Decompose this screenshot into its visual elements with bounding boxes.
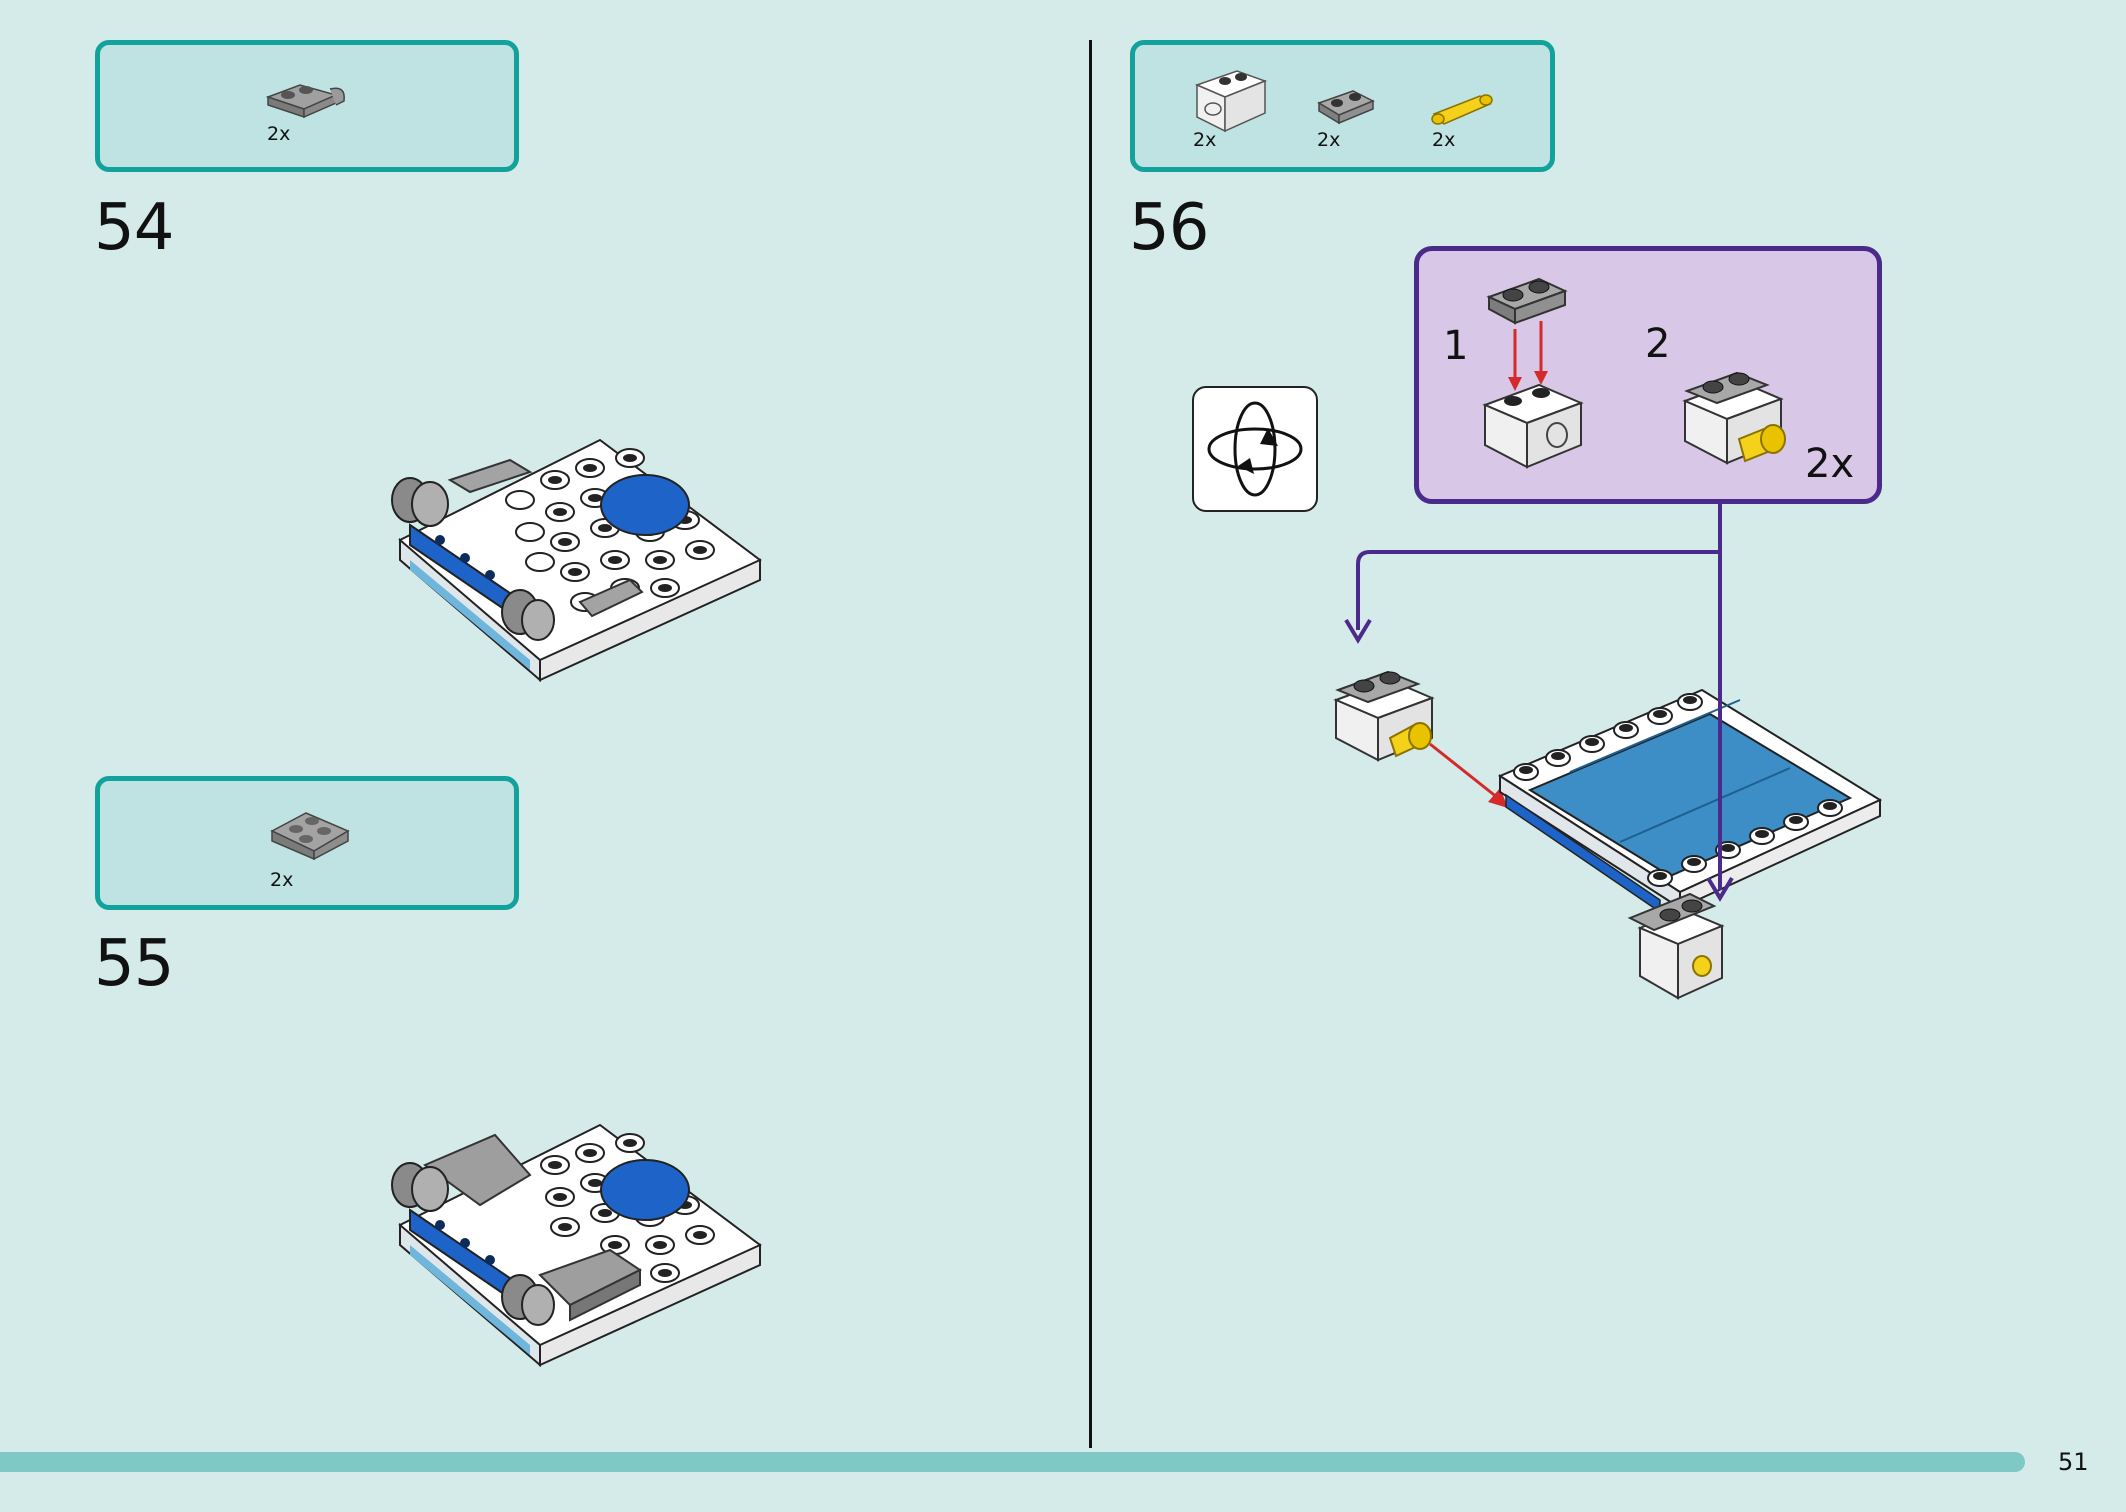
parts-callout-step-55: 2x xyxy=(95,776,519,910)
step-number: 56 xyxy=(1129,191,1209,265)
part-qty: 2x xyxy=(1317,129,1341,151)
model-illustration-step-56 xyxy=(1333,500,1883,1000)
step-number: 55 xyxy=(94,927,174,1001)
step-number: 54 xyxy=(94,191,174,265)
sub-assembly-left xyxy=(1333,670,1435,762)
sub-step-2-label: 2 xyxy=(1645,321,1671,367)
progress-bar xyxy=(0,1452,2025,1472)
model-illustration-step-54 xyxy=(391,438,762,683)
part-qty: 2x xyxy=(270,869,294,891)
sub-assembly-right xyxy=(1627,892,1725,1000)
sub-step-1-label: 1 xyxy=(1443,323,1469,369)
sub-assembly-callout: 1 2 2x xyxy=(1414,246,1882,504)
technic-brick-icon xyxy=(1194,70,1268,133)
page-divider xyxy=(1089,40,1092,1448)
part-qty: 2x xyxy=(1432,129,1456,151)
bracket-plate-icon xyxy=(265,84,345,119)
parts-callout-step-54: 2x xyxy=(95,40,519,172)
sub-step-1-illustration xyxy=(1482,277,1584,469)
gray-plate-icon xyxy=(1317,90,1375,125)
part-qty: 2x xyxy=(1193,129,1217,151)
page-number: 51 xyxy=(2058,1448,2089,1476)
model-illustration-step-55 xyxy=(391,1123,762,1368)
part-qty: 2x xyxy=(267,123,291,145)
inverted-slope-icon xyxy=(270,812,350,861)
sub-step-2-illustration xyxy=(1682,371,1786,465)
parts-callout-step-56: 2x 2x 2x xyxy=(1130,40,1555,172)
sub-assembly-multiplier: 2x xyxy=(1805,441,1855,487)
connector-pin-icon xyxy=(1431,94,1493,125)
rotate-model-icon xyxy=(1192,386,1318,512)
assembly-arrows xyxy=(1344,504,1722,644)
